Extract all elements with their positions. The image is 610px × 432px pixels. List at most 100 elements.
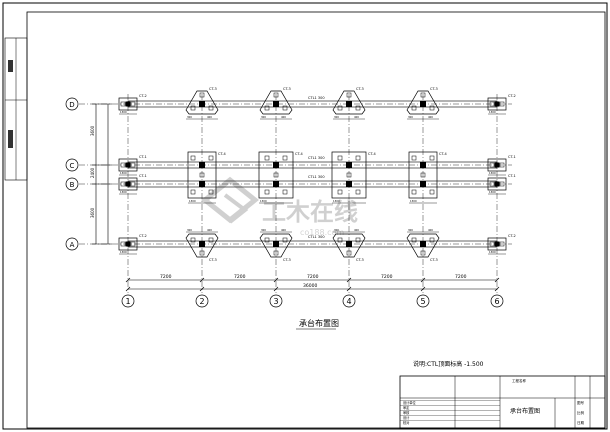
pile [429,105,435,111]
pile [120,181,126,187]
inner-frame [26,11,606,429]
pile [429,237,435,243]
pile-cap-triangle [332,90,366,120]
tb-project-header: 工程名称 [512,378,526,383]
tb-row-label: 设计单位 [403,400,417,405]
pile [264,189,270,195]
pile [499,181,505,187]
pile [337,155,343,161]
axis-bubble-5: 5 [416,294,430,308]
axis-bubble-B: B [65,177,79,191]
pile [273,250,279,256]
pile [346,92,352,98]
cap-label: 300 [334,228,339,232]
pile [355,237,361,243]
cap-label: CT-3 [356,87,364,91]
axis-bubble-A: A [65,237,79,251]
pile [190,237,196,243]
tb-row-label: 审定 [403,405,410,410]
pile [190,155,196,161]
dim-tick [125,286,131,292]
cap-label: 300 [408,228,413,232]
pile-cap-rect [187,151,217,204]
pile-cap-end [118,177,138,195]
dim-x-1: 7200 [160,274,172,280]
pile-cap-end [487,237,507,255]
pile [420,172,426,178]
cap-label: 400 [207,115,212,119]
pile [190,189,196,195]
beam-tag-mid1: CTL1 300 [308,156,325,160]
pile-cap-triangle [185,90,219,120]
cap-label: CT-3 [283,258,291,262]
cap-label: CT-2 [508,234,516,238]
cap-label: 300 [334,115,339,119]
cap-label: 400 [428,228,433,232]
pile-cap-end [487,177,507,195]
beam-tag-mid2: CTL1 300 [308,175,325,179]
cap-label: CT-3 [356,258,364,262]
dim-x-4: 7200 [381,274,393,280]
cap-label: CT-3 [430,87,438,91]
watermark-text: 工木在线 [262,198,358,226]
pile [489,181,495,187]
pile [130,101,136,107]
dim-tick [273,277,279,283]
pile [264,237,270,243]
axis-label-x: 4 [346,297,351,306]
cap-label: CT-1 [139,174,147,178]
pile [282,155,288,161]
cap-label: 300 [408,115,413,119]
cap-label: CT-3 [283,87,291,91]
pile-cap-triangle [406,90,440,120]
pile [208,237,214,243]
pile [337,237,343,243]
watermark: 工木在线 co188.com [200,176,358,237]
cap-label: 1300 [489,250,496,254]
drawing-title: 承台布置图 [299,318,339,328]
dim-tick [346,286,352,292]
pile [499,101,505,107]
cap-label: 1300 [120,171,127,175]
pile [190,105,196,111]
pile-cap-triangle [259,231,293,258]
cap-label: CT-3 [209,87,217,91]
pile [429,155,435,161]
left-dimensions: 3600 2400 3600 [90,103,112,245]
axis-label-x: 1 [125,297,130,306]
tb-right-label-1: 图号 [577,400,585,405]
cap-label: 400 [281,228,286,232]
pile [346,172,352,178]
pile [208,105,214,111]
pile [120,162,126,168]
pile [264,105,270,111]
pile [355,105,361,111]
cap-label: CT-4 [368,152,377,156]
cap-label: 300 [261,115,266,119]
pile [208,189,214,195]
cap-label: CT-3 [430,258,438,262]
dim-x-total: 36000 [303,283,317,289]
axis-bubble-C: C [65,158,79,172]
pile [282,237,288,243]
beam-tag-top: CTL1 300 [308,96,325,100]
cap-label: 1300 [489,110,496,114]
cap-label: CT-4 [295,152,304,156]
dim-tick [420,286,426,292]
pile [499,241,505,247]
pile [489,101,495,107]
pile-cap-rect [408,151,438,204]
axis-bubble-2: 2 [195,294,209,308]
axis-label-y: D [69,101,74,109]
pile [130,181,136,187]
cap-label: 300 [187,115,192,119]
tb-row-label: 校对 [403,420,410,425]
cap-label: CT-1 [508,155,516,159]
pile [411,189,417,195]
cap-label: 1300 [120,250,127,254]
dim-y-1: 3600 [90,125,95,136]
axis-label-x: 2 [199,297,204,306]
cap-label: 1300 [333,199,340,203]
cap-label: CT-3 [209,258,217,262]
